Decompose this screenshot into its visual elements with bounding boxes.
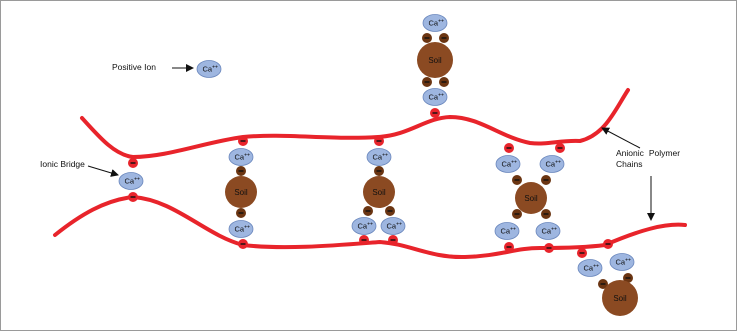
minus-sign xyxy=(600,283,606,285)
minus-sign xyxy=(130,162,136,164)
calcium-ion xyxy=(495,155,521,173)
calcium-ion-label: Ca++ xyxy=(235,153,251,162)
calcium-ion xyxy=(609,253,635,271)
calcium-ion-label: Ca++ xyxy=(501,227,517,236)
minus-sign xyxy=(365,210,371,212)
soil-particle-label: Soil xyxy=(613,294,627,303)
minus-sign xyxy=(240,243,246,245)
soil-particle xyxy=(515,182,547,214)
calcium-ion xyxy=(577,259,603,277)
minus-sign xyxy=(424,81,430,83)
minus-sign xyxy=(130,196,136,198)
calcium-ion-label: Ca++ xyxy=(546,160,562,169)
calcium-ion-label: Ca++ xyxy=(125,177,141,186)
lower-polymer-chain xyxy=(53,194,687,260)
calcium-ion-label: Ca++ xyxy=(584,264,600,273)
ionic-bridge-label: Ionic Bridge xyxy=(40,159,85,169)
calcium-ion-label: Ca++ xyxy=(358,222,374,231)
calcium-ion xyxy=(494,222,520,240)
minus-sign xyxy=(424,37,430,39)
calcium-ion xyxy=(228,148,254,166)
soil-particle xyxy=(417,42,453,78)
soil-particle-label: Soil xyxy=(372,188,386,197)
minus-sign xyxy=(390,239,396,241)
minus-sign xyxy=(579,252,585,254)
minus-sign xyxy=(238,212,244,214)
calcium-ion xyxy=(351,217,377,235)
soil-particle-label: Soil xyxy=(234,188,248,197)
calcium-ion-label: Ca++ xyxy=(203,65,219,74)
minus-sign xyxy=(441,81,447,83)
soil-particle xyxy=(363,176,395,208)
soil-particle xyxy=(225,176,257,208)
minus-sign xyxy=(605,243,611,245)
calcium-ion xyxy=(535,222,561,240)
calcium-ion-label: Ca++ xyxy=(387,222,403,231)
minus-sign xyxy=(506,147,512,149)
calcium-ion-label: Ca++ xyxy=(502,160,518,169)
calcium-ion-label: Ca++ xyxy=(429,93,445,102)
anionic-word: Anionic xyxy=(616,148,644,158)
minus-sign xyxy=(514,213,520,215)
minus-sign xyxy=(543,179,549,181)
minus-sign xyxy=(240,140,246,142)
calcium-ion xyxy=(380,217,406,235)
minus-sign xyxy=(432,112,438,114)
calcium-ion-label: Ca++ xyxy=(616,258,632,267)
soil-particle-label: Soil xyxy=(524,194,538,203)
positive-ion-label: Positive Ion xyxy=(112,62,156,72)
calcium-ion xyxy=(422,88,448,106)
calcium-ion xyxy=(539,155,565,173)
minus-sign xyxy=(543,213,549,215)
chains-word: Chains xyxy=(616,159,643,169)
calcium-ion-label: Ca++ xyxy=(542,227,558,236)
minus-sign xyxy=(557,147,563,149)
particle-layer: Ca++Ca++Ca++SoilCa++Ca++SoilCa++Ca++Soil… xyxy=(118,14,638,316)
minus-sign xyxy=(514,179,520,181)
soil-particle xyxy=(602,280,638,316)
soil-particle-label: Soil xyxy=(428,56,442,65)
minus-sign xyxy=(625,277,631,279)
minus-sign xyxy=(546,247,552,249)
calcium-ion xyxy=(228,220,254,238)
minus-sign xyxy=(441,37,447,39)
minus-sign xyxy=(387,210,393,212)
calcium-ion-label: Ca++ xyxy=(429,19,445,28)
minus-sign xyxy=(238,170,244,172)
calcium-ion xyxy=(118,172,144,190)
calcium-ion-label: Ca++ xyxy=(373,153,389,162)
calcium-ion xyxy=(196,60,222,78)
calcium-ion xyxy=(422,14,448,32)
minus-sign xyxy=(376,140,382,142)
anionic-chain-arrow-top xyxy=(601,127,641,149)
minus-sign xyxy=(506,246,512,248)
ionic-bridge-arrow xyxy=(87,165,119,177)
upper-polymer-chain xyxy=(80,88,630,160)
calcium-ion xyxy=(366,148,392,166)
minus-sign xyxy=(376,170,382,172)
minus-sign xyxy=(361,239,367,241)
polymer-word: Polymer xyxy=(648,148,681,158)
calcium-ion-label: Ca++ xyxy=(235,225,251,234)
